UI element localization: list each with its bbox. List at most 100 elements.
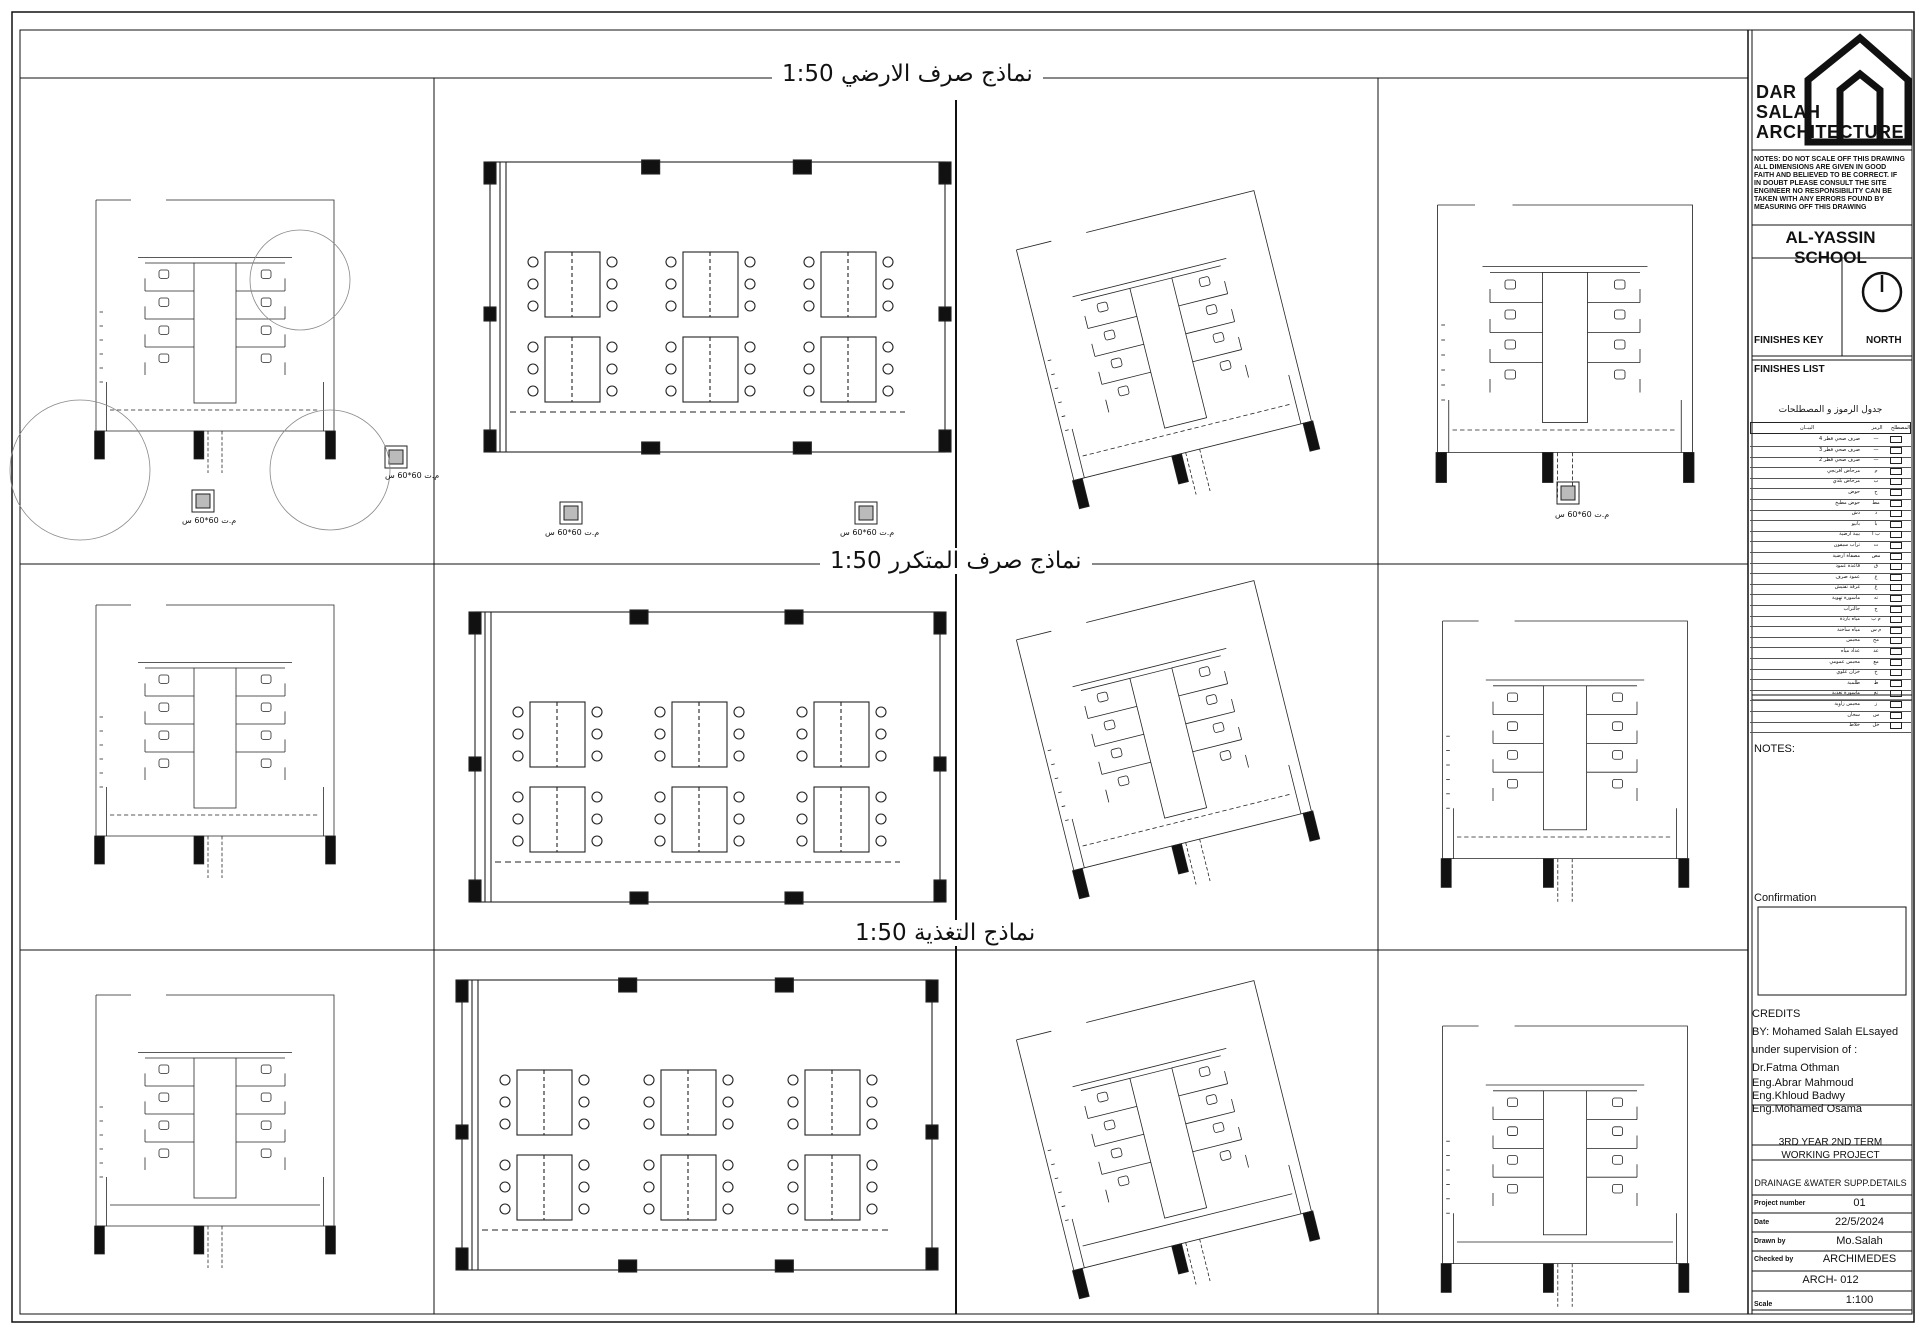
legend-row-code: ب ا [1872,531,1880,538]
legend-row-description: ماسورة تغذية [1831,690,1860,697]
legend-row-description: بيبة ارضية [1839,531,1860,538]
legend-row: مياه ساخنة م س [1750,625,1911,638]
legend-row-code: مط [1872,499,1880,506]
floor-plans [9,159,1695,1307]
date-row: Date 22/5/2024 [1752,1214,1909,1232]
legend-row-code: ق [1874,563,1878,570]
legend-symbol-icon [1890,510,1902,518]
legend-row-code: مح [1873,637,1879,644]
project-term: 3RD YEAR 2ND TERM [1778,1137,1883,1148]
legend-row-description: مرحاض بلدي [1832,478,1860,485]
legend-row-description: مياه باردة [1839,616,1860,623]
checked-by-label: Checked by [1754,1256,1794,1263]
legend-row: حوض مطبخ مط [1750,498,1911,511]
legend-row-code: مع [1873,658,1879,665]
legend-symbol-icon [1890,701,1902,708]
legend-row-code: م [1874,467,1878,474]
legend-row-description: عداد مياه [1840,648,1860,654]
project-number-row: Project number 01 [1752,1195,1909,1213]
legend-row-description: مصفاة ارضية [1832,552,1860,559]
legend-row-description: بانيو [1851,520,1860,527]
legend-symbol-icon [1890,626,1902,634]
legend-row-code: — [1873,457,1879,464]
project-type: WORKING PROJECT [1781,1150,1880,1161]
credits-author: BY: Mohamed Salah ELsayed [1752,1026,1899,1038]
legend-row-code: ع [1874,573,1878,580]
legend-symbol-icon [1890,711,1902,719]
title-block-lines [1752,149,1912,1311]
date-label: Date [1754,1219,1770,1226]
sheet-number: ARCH- 012 [1802,1274,1859,1286]
legend-symbol-icon [1890,605,1902,613]
legend-row-code: م س [1870,626,1882,633]
legend-title: جدول الرموز و المصطلحات [1778,405,1883,415]
legend-row-code: با [1874,520,1878,527]
project-number-value: 01 [1853,1197,1866,1209]
legend-symbol-icon [1890,542,1902,549]
drawn-by-value: Mo.Salah [1836,1235,1883,1247]
legend-row-description: صرف صحي قطر 4 [1818,436,1860,442]
legend-symbol-icon [1890,520,1902,528]
legend-row-description: صرف صحي قطر 2 [1818,457,1860,464]
legend-row-description: تراب سيفون [1833,542,1860,548]
sheet-frame [11,11,1915,1323]
legend-row-description: مياه ساخنة [1837,626,1860,633]
section-title-water-supply: نماذج التغذية 1:50 [845,920,1046,946]
legend-header-description: البيــان [1799,425,1815,431]
confirmation-label: Confirmation [1754,892,1817,904]
legend-symbol-icon [1890,552,1902,560]
legend-row-code: ح [1874,489,1878,495]
manhole-label: م.ت 60*60 س [1555,510,1610,519]
legend-symbol-icon [1890,595,1902,602]
drawing-title: DRAINAGE &WATER SUPP.DETAILS [1754,1178,1907,1188]
credits-supervisor: Eng.Mohamed Osama [1752,1103,1863,1115]
legend-row-description: دش [1851,510,1860,517]
manhole-label: م.ت 60*60 س [385,471,440,480]
legend-row-description: مرحاض افرنجي [1826,467,1860,474]
firm-logo [1804,33,1912,146]
legend-row: حوض ح [1750,487,1911,500]
project-number-label: Project number [1754,1200,1806,1207]
legend-symbol-icon [1890,648,1902,655]
credits-supervisor: Eng.Khloud Badwy [1752,1090,1845,1102]
section-title-ground-drainage: نماذج صرف الارضي 1:50 [772,61,1043,87]
legend-symbol-icon [1890,563,1902,571]
legend-row-code: خ [1874,669,1878,676]
finishes-key-label: FINISHES KEY [1754,335,1824,346]
legend-header-symbol: المصطلح [1891,425,1911,431]
legend-row-description: غرفة تفتيش [1834,584,1860,591]
checked-by-value: ARCHIMEDES [1822,1253,1897,1265]
legend-row-description: حوض مطبخ [1835,499,1860,506]
project-title: AL-YASSIN SCHOOL [1785,228,1876,267]
legend-row-description: ماسورة تهوية [1832,595,1860,601]
credits-heading: CREDITS [1752,1008,1801,1020]
credits-supervision: under supervision of : [1752,1044,1858,1056]
manhole-label: م.ت 60*60 س [545,528,600,537]
legend-row-code: خل [1872,722,1880,729]
legend-symbol-icon [1890,436,1902,443]
legend-row-description: سخان [1847,711,1860,718]
manhole-label: م.ت 60*60 س [840,528,895,537]
legend-symbol-icon [1890,679,1902,687]
legend-row: بيبة ارضية ب ا [1750,529,1911,543]
legend-symbol-icon [1890,457,1902,465]
legend-row-code: ج [1874,605,1878,612]
legend-row-description: حوض [1848,489,1860,495]
legend-row-description: محبس زاوية [1834,701,1860,707]
checked-by-row: Checked by ARCHIMEDES [1752,1251,1909,1269]
legend-row-description: طلمبة [1847,679,1860,686]
